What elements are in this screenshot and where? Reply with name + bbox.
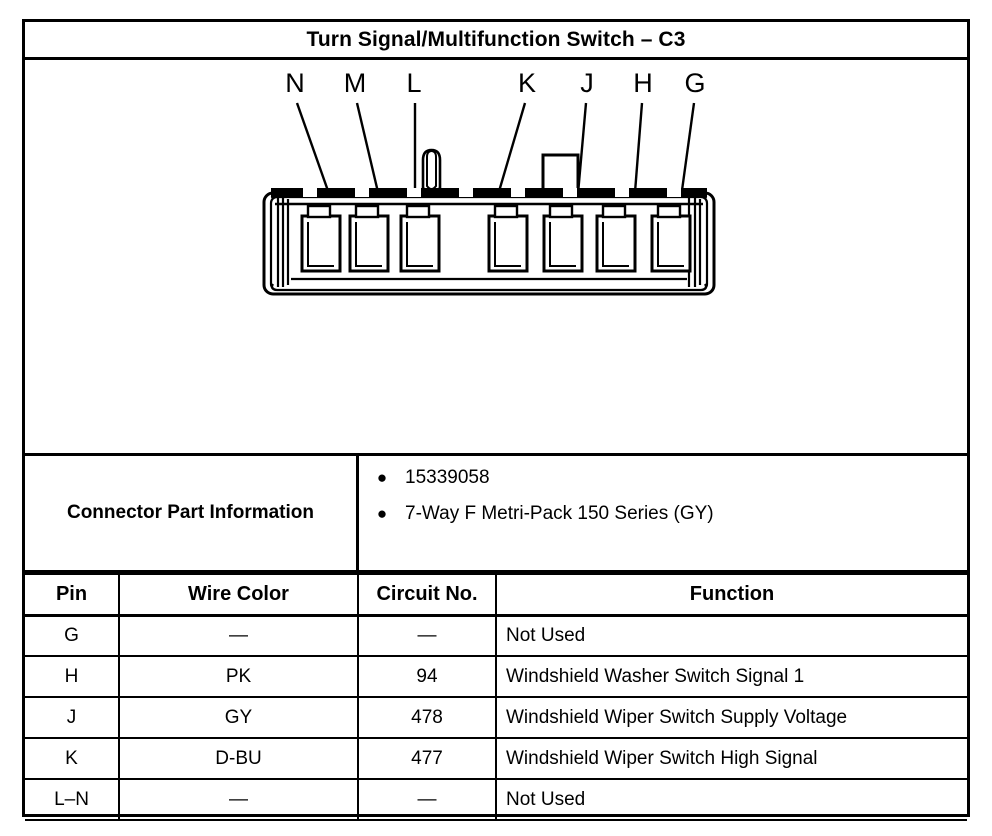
cell-function: Windshield Washer Switch Signal 1 [495, 655, 967, 698]
cell-pin: L–N [25, 778, 120, 821]
callout-label-L: L [406, 68, 421, 98]
part-description-value: 7-Way F Metri-Pack 150 Series (GY) [405, 503, 714, 524]
document-sheet: Turn Signal/Multifunction Switch – C3 N … [22, 19, 970, 821]
primary-lock-tab-icon [421, 148, 442, 194]
cavity-K [487, 204, 529, 273]
cell-wire-color: — [118, 778, 359, 821]
part-number-value: 15339058 [405, 467, 490, 488]
cavity-N [300, 204, 342, 273]
cell-wire-color: D-BU [118, 737, 359, 780]
bullet-icon: ● [376, 504, 388, 523]
callout-label-J: J [580, 68, 594, 98]
callout-label-G: G [684, 68, 705, 98]
cell-circuit-no: — [357, 778, 497, 821]
cell-pin: H [25, 655, 120, 698]
cavity-J [542, 204, 584, 273]
connector-part-information-values: ● 15339058 ● 7-Way F Metri-Pack 150 Seri… [359, 456, 967, 570]
cell-pin: G [25, 614, 120, 657]
connector-part-information-label: Connector Part Information [66, 502, 314, 523]
cell-wire-color: PK [118, 655, 359, 698]
pin-assignment-table: Pin Wire Color Circuit No. Function G — … [25, 573, 967, 821]
cavity-H [595, 204, 637, 273]
column-header-wire-color: Wire Color [118, 573, 359, 616]
page-title: Turn Signal/Multifunction Switch – C3 [306, 27, 686, 51]
connector-part-information-section: Connector Part Information ● 15339058 ● … [25, 456, 967, 573]
callout-label-M: M [344, 68, 367, 98]
callout-label-K: K [518, 68, 536, 98]
table-row: L–N — — Not Used [25, 778, 967, 821]
cell-pin: J [25, 696, 120, 739]
cell-wire-color: — [118, 614, 359, 657]
connector-end-view-diagram: N M L K J H G [262, 68, 716, 296]
part-info-item: ● 7-Way F Metri-Pack 150 Series (GY) [359, 503, 967, 539]
cell-circuit-no: — [357, 614, 497, 657]
connector-illustration-pane: N M L K J H G [25, 60, 967, 456]
cavity-L [399, 204, 441, 273]
callout-label-H: H [633, 68, 653, 98]
part-info-item: ● 15339058 [359, 467, 967, 503]
cell-wire-color: GY [118, 696, 359, 739]
table-row: H PK 94 Windshield Washer Switch Signal … [25, 655, 967, 698]
bullet-icon: ● [376, 468, 388, 487]
table-row: G — — Not Used [25, 614, 967, 657]
column-header-function: Function [495, 573, 967, 616]
cell-function: Windshield Wiper Switch Supply Voltage [495, 696, 967, 739]
table-row: K D-BU 477 Windshield Wiper Switch High … [25, 737, 967, 780]
connector-left-rail [270, 191, 290, 292]
cell-function: Not Used [495, 778, 967, 821]
column-header-circuit-no: Circuit No. [357, 573, 497, 616]
column-header-pin: Pin [25, 573, 120, 616]
callout-label-N: N [285, 68, 305, 98]
terminal-cavities [300, 204, 692, 273]
table-header-row: Pin Wire Color Circuit No. Function [25, 573, 967, 616]
cell-circuit-no: 94 [357, 655, 497, 698]
cell-function: Not Used [495, 614, 967, 657]
cell-circuit-no: 478 [357, 696, 497, 739]
table-row: J GY 478 Windshield Wiper Switch Supply … [25, 696, 967, 739]
cell-function: Windshield Wiper Switch High Signal [495, 737, 967, 780]
cavity-G [650, 204, 692, 273]
cell-pin: K [25, 737, 120, 780]
connector-part-information-label-cell: Connector Part Information [25, 456, 359, 570]
document-title-bar: Turn Signal/Multifunction Switch – C3 [25, 22, 967, 60]
cell-circuit-no: 477 [357, 737, 497, 780]
cavity-M [348, 204, 390, 273]
pin-callout-labels: N M L K J H G [285, 68, 705, 98]
connector-top-rail [271, 188, 707, 206]
